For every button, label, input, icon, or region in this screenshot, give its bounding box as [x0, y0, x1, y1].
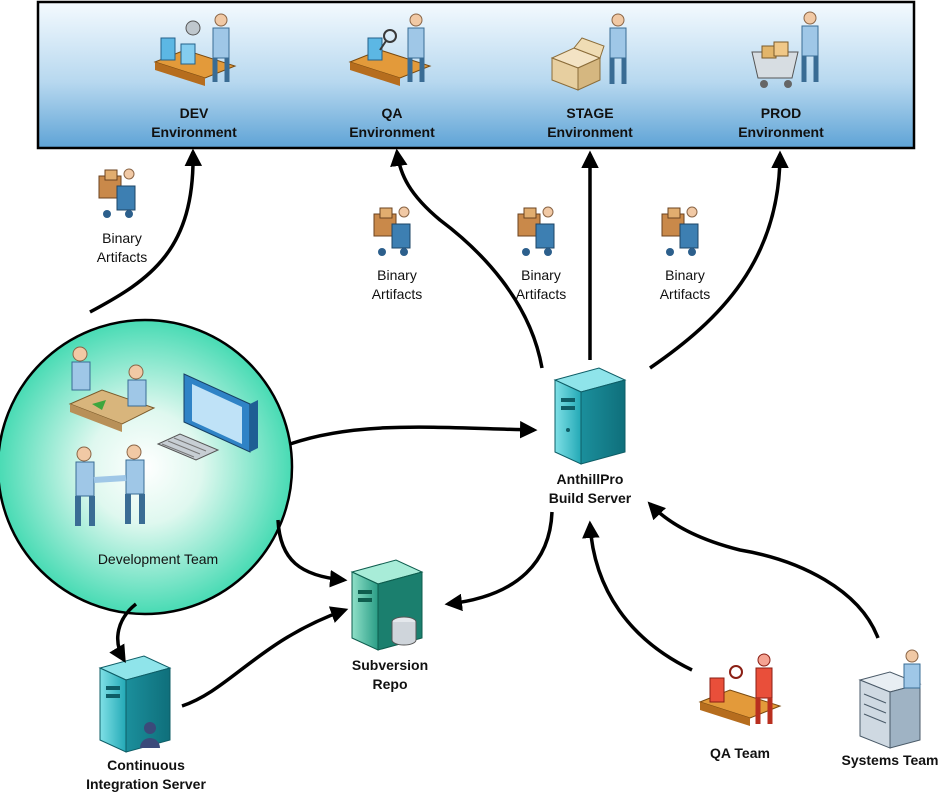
binary-artifacts-label: Binary Artifacts [357, 266, 437, 304]
binary-artifacts-icon [517, 206, 555, 256]
stage-environment-subtitle: Environment [547, 124, 633, 140]
systems-team-text: Systems Team [841, 752, 939, 768]
systems-team-icon [858, 649, 922, 749]
development-team-text: Development Team [97, 551, 219, 567]
binary-artifacts-icon [373, 206, 411, 256]
ci-server-icon [98, 655, 172, 753]
build-server-label: AnthillPro Build Server [530, 470, 650, 508]
dev-environment-subtitle: Environment [151, 124, 237, 140]
dev-environment-label: DEV Environment [134, 104, 254, 142]
prod-environment-icon [751, 11, 819, 88]
qa-team-icon [698, 653, 782, 726]
artifact-line2: Artifacts [659, 286, 711, 302]
anthillpro-build-server-icon [553, 367, 627, 465]
ci-server-line1: Continuous [107, 757, 185, 773]
qa-team-text: QA Team [710, 745, 770, 761]
systems-team-label: Systems Team [830, 751, 950, 770]
build-server-line2: Build Server [548, 490, 632, 506]
dev-environment-title: DEV [179, 105, 209, 121]
qa-environment-title: QA [381, 105, 403, 121]
subversion-repo-line1: Subversion [351, 657, 429, 673]
ci-server-line2: Integration Server [86, 776, 206, 792]
arrow-build-to-prod-env [649, 150, 789, 370]
build-server-line1: AnthillPro [556, 471, 624, 487]
subversion-repo-line2: Repo [372, 676, 408, 692]
arrow-build-to-qa-env [390, 148, 544, 369]
qa-team-label: QA Team [690, 744, 790, 763]
arrow-systems-team-to-build-server [647, 501, 880, 639]
development-team-circle [0, 318, 294, 616]
artifact-line1: Binary [102, 230, 142, 246]
arrow-qa-team-to-build-server [582, 520, 693, 672]
dev-environment-icon [153, 13, 237, 86]
stage-environment-title: STAGE [566, 105, 614, 121]
development-team-label: Development Team [68, 550, 248, 569]
ci-server-label: Continuous Integration Server [56, 756, 236, 794]
binary-artifacts-label: Binary Artifacts [645, 266, 725, 304]
computer-icon [156, 373, 258, 461]
binary-artifacts-label: Binary Artifacts [501, 266, 581, 304]
qa-environment-label: QA Environment [332, 104, 452, 142]
binary-artifacts-icon [98, 168, 136, 218]
arrow-dev-team-to-build-server [289, 420, 538, 446]
prod-environment-label: PROD Environment [721, 104, 841, 142]
artifact-line1: Binary [377, 267, 417, 283]
arrow-dev-team-to-svn [276, 519, 348, 588]
arrow-build-server-to-svn [444, 511, 554, 612]
meeting-people-icon [68, 346, 156, 432]
arrow-dev-team-to-ci-server [109, 602, 138, 664]
artifact-line2: Artifacts [515, 286, 567, 302]
qa-environment-icon [348, 13, 432, 86]
arrow-dev-team-to-dev-env [89, 148, 203, 314]
handshake-people-icon [75, 444, 145, 526]
prod-environment-subtitle: Environment [738, 124, 824, 140]
artifact-line1: Binary [665, 267, 705, 283]
stage-environment-label: STAGE Environment [530, 104, 650, 142]
arrow-ci-server-to-svn [181, 606, 349, 708]
subversion-repo-label: Subversion Repo [330, 656, 450, 694]
artifact-line2: Artifacts [96, 249, 148, 265]
subversion-repo-icon [350, 559, 424, 651]
stage-environment-icon [550, 13, 627, 91]
artifact-line1: Binary [521, 267, 561, 283]
binary-artifacts-icon [661, 206, 699, 256]
prod-environment-title: PROD [760, 105, 802, 121]
binary-artifacts-label: Binary Artifacts [82, 229, 162, 267]
artifact-line2: Artifacts [371, 286, 423, 302]
qa-environment-subtitle: Environment [349, 124, 435, 140]
